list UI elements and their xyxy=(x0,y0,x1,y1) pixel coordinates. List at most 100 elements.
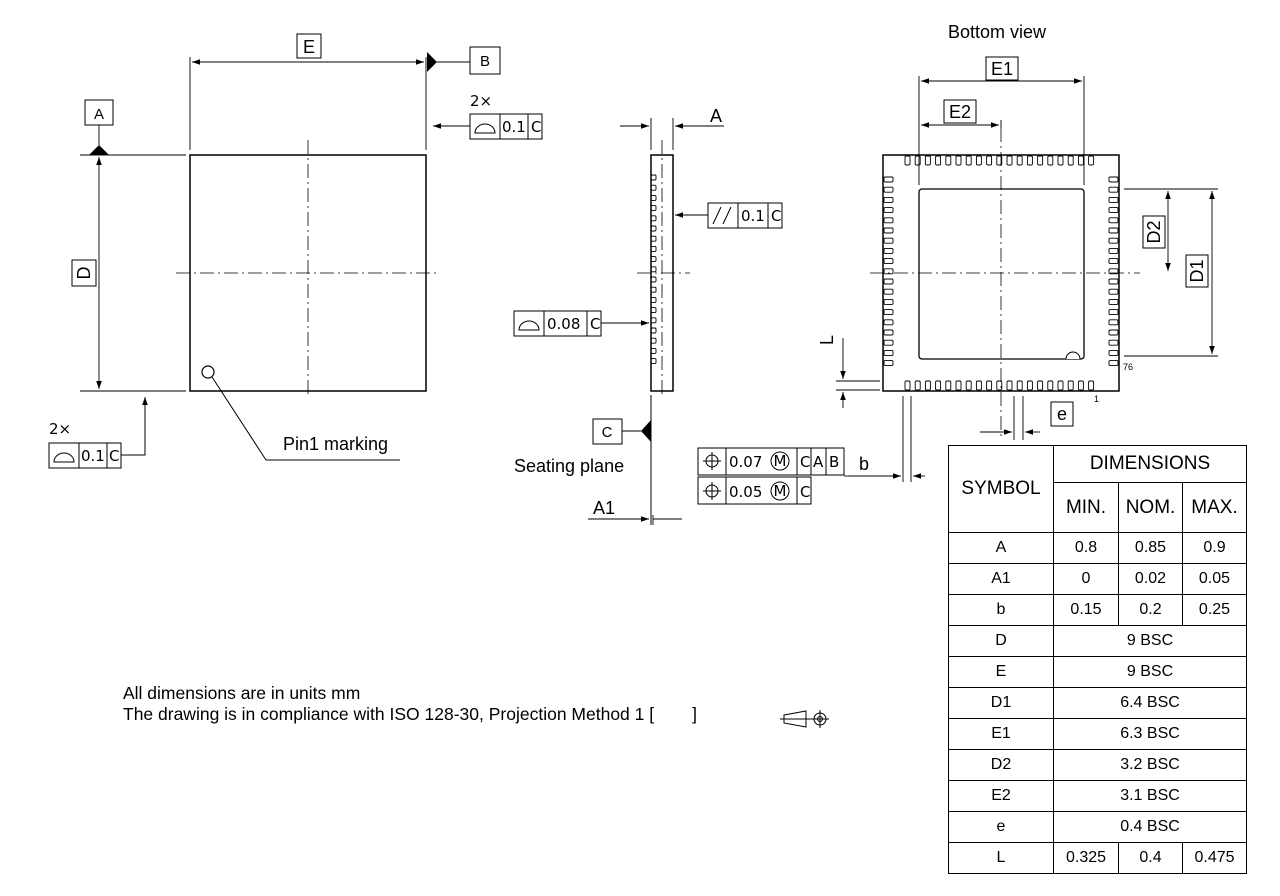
dimensions-table: SYMBOL DIMENSIONS MIN. NOM. MAX. A 0.8 0… xyxy=(948,444,1247,874)
side-pin xyxy=(650,286,657,293)
pad-top xyxy=(1037,155,1044,166)
pad-left xyxy=(883,360,894,367)
count-2x-bottom: 2× xyxy=(49,420,71,438)
row-min: 0 xyxy=(1053,563,1119,595)
side-pin xyxy=(650,266,657,273)
pin1-marker xyxy=(201,365,215,379)
pad-right xyxy=(1108,258,1119,265)
table-row: E1 6.3 BSC xyxy=(948,718,1247,750)
table-row: e 0.4 BSC xyxy=(948,811,1247,843)
row-max: 0.05 xyxy=(1182,563,1247,595)
side-pin xyxy=(650,215,657,222)
pad-top xyxy=(1047,155,1054,166)
row-max: 0.9 xyxy=(1182,532,1247,564)
table-row: D1 6.4 BSC xyxy=(948,687,1247,719)
row-min: 0.8 xyxy=(1053,532,1119,564)
pad-bottom xyxy=(945,380,952,391)
pad-top xyxy=(965,155,972,166)
pad-bottom xyxy=(1057,380,1064,391)
pad-left xyxy=(883,268,894,275)
row-max: 0.475 xyxy=(1182,842,1247,874)
pad-left xyxy=(883,247,894,254)
pad-bottom xyxy=(1088,380,1095,391)
side-pin xyxy=(650,307,657,314)
row-value: 6.3 BSC xyxy=(1053,718,1247,750)
row-symbol: A1 xyxy=(948,563,1054,595)
position-2-value: 0.05 xyxy=(729,483,762,501)
pad-right xyxy=(1108,329,1119,336)
dim-e2-label: E2 xyxy=(949,102,971,122)
pad-bottom xyxy=(996,380,1003,391)
position-1-datum-a: A xyxy=(813,453,824,471)
pad-right xyxy=(1108,268,1119,275)
dim-a-label: A xyxy=(710,106,722,126)
row-nom: 0.85 xyxy=(1118,532,1183,564)
position-2-datum-c: C xyxy=(800,483,810,501)
dim-d2-label: D2 xyxy=(1144,220,1164,243)
row-min: 0.15 xyxy=(1053,594,1119,626)
dim-e-label: E xyxy=(303,37,315,57)
row-symbol: D2 xyxy=(948,749,1054,781)
nom-header: NOM. xyxy=(1118,482,1183,533)
dim-a1-label: A1 xyxy=(593,498,615,518)
side-pin xyxy=(650,358,657,365)
dim-e1-label: E1 xyxy=(991,59,1013,79)
datum-b-label: B xyxy=(480,53,490,70)
row-value: 3.2 BSC xyxy=(1053,749,1247,781)
profile-top-value: 0.1 xyxy=(502,118,526,136)
pad-top xyxy=(986,155,993,166)
row-symbol: A xyxy=(948,532,1054,564)
profile-side-datum: C xyxy=(590,315,600,333)
pad-right xyxy=(1108,298,1119,305)
side-pin xyxy=(650,225,657,232)
pad-bottom xyxy=(1016,380,1023,391)
pad-right xyxy=(1108,227,1119,234)
pad-right xyxy=(1108,207,1119,214)
table-row: L 0.325 0.4 0.475 xyxy=(948,842,1247,874)
side-pin xyxy=(650,194,657,201)
pad-top xyxy=(1006,155,1013,166)
pad-left xyxy=(883,278,894,285)
pad-top xyxy=(1016,155,1023,166)
position-1-mmc: M xyxy=(774,452,787,470)
note-units: All dimensions are in units mm xyxy=(123,683,361,703)
bottom-view-title: Bottom view xyxy=(948,22,1047,42)
table-row: A1 0 0.02 0.05 xyxy=(948,563,1247,595)
pad-bottom xyxy=(904,380,911,391)
min-header: MIN. xyxy=(1053,482,1119,533)
pad-left xyxy=(883,319,894,326)
max-header: MAX. xyxy=(1182,482,1247,533)
pad-left xyxy=(883,237,894,244)
pad-bottom xyxy=(924,380,931,391)
pad-top xyxy=(975,155,982,166)
row-min: 0.325 xyxy=(1053,842,1119,874)
pad-right xyxy=(1108,217,1119,224)
pad-bottom xyxy=(955,380,962,391)
count-2x-top: 2× xyxy=(470,92,492,110)
side-pin xyxy=(650,347,657,354)
datum-a-label: A xyxy=(94,106,104,123)
pad-top xyxy=(1057,155,1064,166)
bottom-view xyxy=(697,56,1218,505)
pad-bottom xyxy=(1077,380,1084,391)
pad-left xyxy=(883,176,894,183)
position-symbol-1 xyxy=(703,452,721,470)
pad-right xyxy=(1108,186,1119,193)
position-1-datum-c: C xyxy=(800,453,810,471)
pad-bottom xyxy=(965,380,972,391)
parallelism-datum: C xyxy=(771,207,781,225)
pad-top xyxy=(1077,155,1084,166)
side-pin xyxy=(650,205,657,212)
pad-right xyxy=(1108,319,1119,326)
row-value: 0.4 BSC xyxy=(1053,811,1247,843)
pin-number-last: 76 xyxy=(1123,362,1133,372)
pad-left xyxy=(883,217,894,224)
side-pin xyxy=(650,276,657,283)
datum-c-label: C xyxy=(602,424,613,441)
row-max: 0.25 xyxy=(1182,594,1247,626)
profile-top-datum: C xyxy=(531,118,541,136)
pin1-marking-label: Pin1 marking xyxy=(283,434,388,454)
pad-right xyxy=(1108,176,1119,183)
table-row: b 0.15 0.2 0.25 xyxy=(948,594,1247,626)
row-value: 9 BSC xyxy=(1053,656,1247,688)
